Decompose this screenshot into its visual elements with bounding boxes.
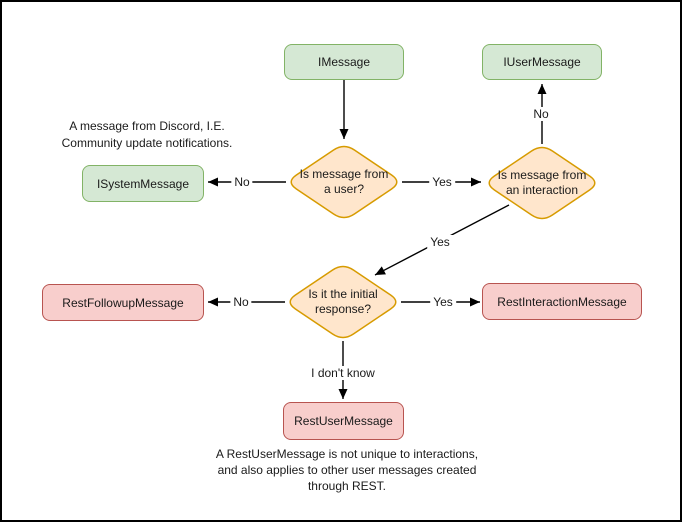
decision-is-from-user-label: Is message from a user? <box>289 161 399 203</box>
node-restinteractionmessage-label: RestInteractionMessage <box>497 294 627 309</box>
node-restusermessage-label: RestUserMessage <box>294 414 393 428</box>
edge-label-initial-yes: Yes <box>430 295 456 309</box>
edge-label-initial-no: No <box>230 295 252 309</box>
node-isystemmessage: ISystemMessage <box>82 165 204 202</box>
decision-line: an interaction <box>505 183 579 197</box>
note-line: A message from Discord, I.E. <box>69 119 225 133</box>
decision-diamond-is-from-interaction <box>488 146 596 220</box>
note-line: and also applies to other user messages … <box>217 463 477 477</box>
decision-line: response? <box>314 302 372 316</box>
node-iusermessage: IUserMessage <box>482 44 602 80</box>
node-imessage-label: IMessage <box>317 55 371 69</box>
decision-diamond-is-initial-response <box>289 265 397 339</box>
note-line: Community update notifications. <box>61 136 233 150</box>
node-iusermessage-label: IUserMessage <box>503 55 581 69</box>
decision-line: Is message from <box>299 167 389 181</box>
node-restfollowupmessage: RestFollowupMessage <box>42 284 204 321</box>
system-message-note: A message from Discord, I.E. Community u… <box>27 118 267 152</box>
edge-label-interaction-no: No <box>530 107 552 121</box>
node-isystemmessage-label: ISystemMessage <box>96 176 190 191</box>
decision-line: Is message from <box>497 168 587 182</box>
node-restfollowupmessage-label: RestFollowupMessage <box>62 295 184 310</box>
rest-user-message-note: A RestUserMessage is not unique to inter… <box>186 446 508 494</box>
note-line: A RestUserMessage is not unique to inter… <box>215 447 479 461</box>
edge-label-interaction-yes: Yes <box>427 235 453 249</box>
node-restinteractionmessage: RestInteractionMessage <box>482 283 642 320</box>
edge-label-initial-unknown: I don't know <box>308 366 378 380</box>
decision-diamond-is-from-user <box>290 145 398 219</box>
decision-is-initial-response-label: Is it the initial response? <box>288 281 398 323</box>
edge-label-user-yes: Yes <box>429 175 455 189</box>
node-restusermessage: RestUserMessage <box>283 402 404 440</box>
decision-line: Is it the initial <box>308 287 378 301</box>
note-line: through REST. <box>307 479 387 493</box>
decision-is-from-interaction-label: Is message from an interaction <box>487 162 597 204</box>
decision-line: a user? <box>323 182 365 196</box>
node-imessage: IMessage <box>284 44 404 80</box>
edge-label-user-no: No <box>231 175 253 189</box>
